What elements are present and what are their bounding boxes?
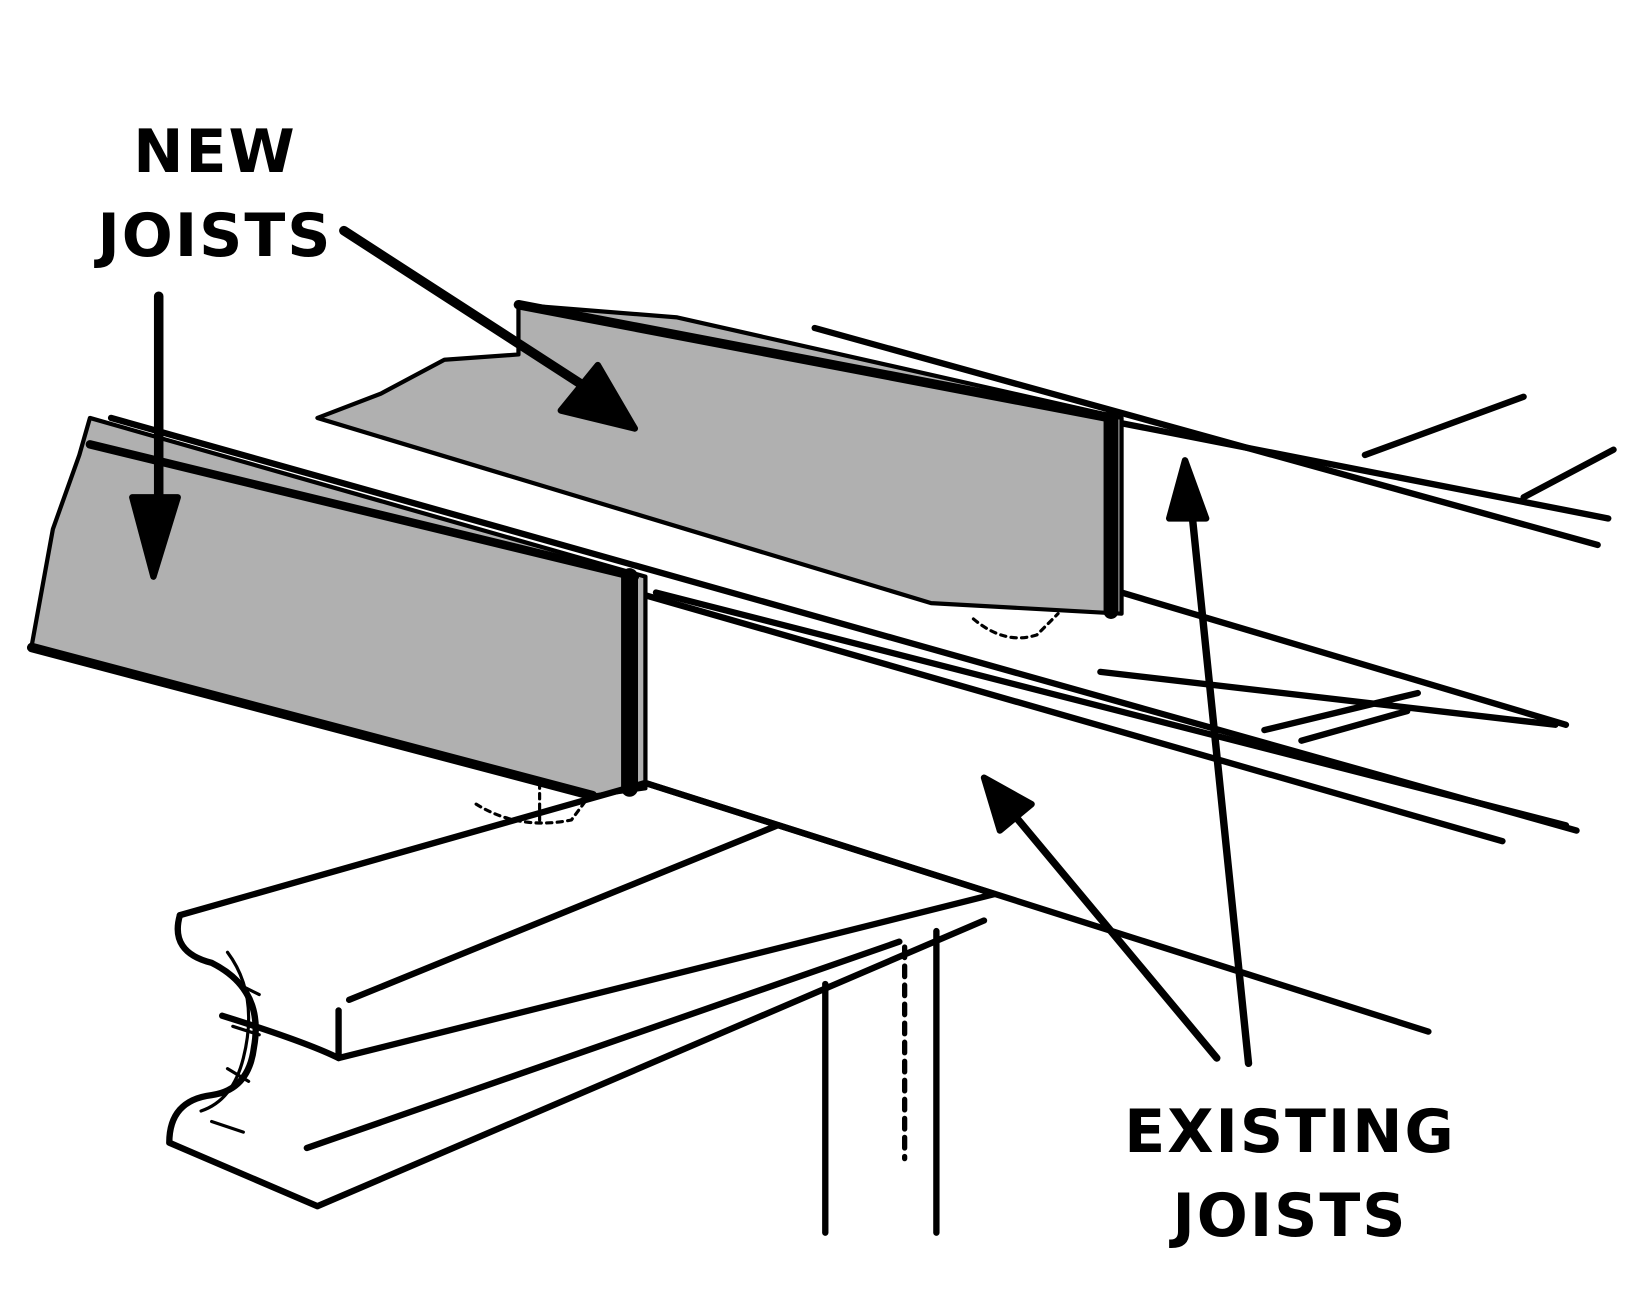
back-existing-joist [811,324,1617,744]
arrow-existing-joists-2-icon [1165,457,1253,1068]
existing-joists-label-line1: EXISTING [1124,1097,1456,1167]
new-joists-label-line2: JOISTS [97,201,333,271]
new-joists-label: NEW JOISTS [85,110,345,278]
existing-joists-label-line2: JOISTS [1172,1181,1408,1251]
arrow-existing-joists-1-icon [980,774,1221,1062]
new-joists-label-line1: NEW [133,117,297,187]
existing-joists-label: EXISTING JOISTS [1110,1090,1470,1258]
steel-i-beam [166,779,998,1210]
arrow-new-joists-diagonal-icon [339,225,639,432]
arrow-new-joists-vertical-icon [129,291,181,580]
support-post [822,927,940,1236]
